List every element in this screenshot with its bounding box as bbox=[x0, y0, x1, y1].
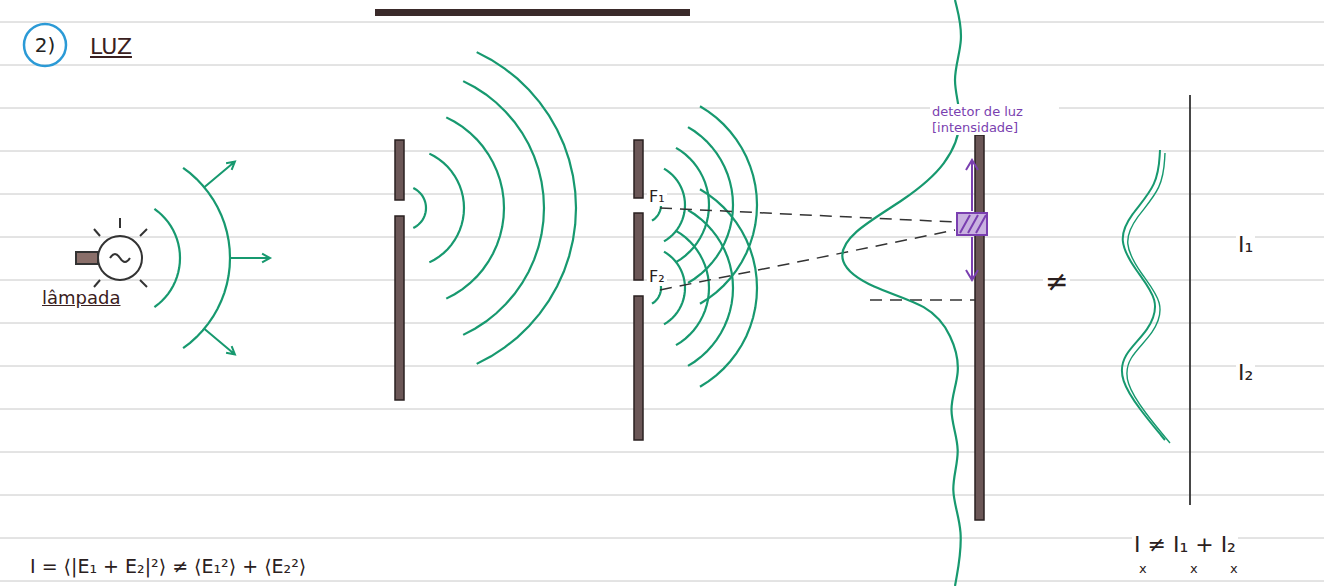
wavefront bbox=[429, 154, 464, 263]
propagation-arrow bbox=[230, 254, 270, 263]
wavefront bbox=[688, 127, 733, 283]
notebook-line bbox=[0, 22, 1324, 23]
source-label: F₁ bbox=[647, 188, 667, 206]
ray-lines bbox=[660, 208, 975, 300]
notebook-line bbox=[0, 581, 1324, 582]
notebook-line bbox=[0, 323, 1324, 324]
position-variable: x bbox=[1137, 562, 1149, 577]
wavefront bbox=[688, 210, 733, 366]
section-number: 2) bbox=[35, 33, 56, 57]
wavefront bbox=[463, 81, 544, 335]
title: LUZ bbox=[88, 34, 134, 59]
interference-curve bbox=[1122, 150, 1165, 440]
barrier bbox=[395, 135, 984, 520]
wavefront bbox=[477, 52, 576, 364]
notebook-line bbox=[0, 366, 1324, 367]
inequality: I ≠ I₁ + I₂ bbox=[1132, 532, 1238, 557]
notebook-line bbox=[0, 108, 1324, 109]
detector bbox=[957, 160, 987, 280]
notebook-lines bbox=[0, 22, 1324, 581]
not-equal-sign: ≠ bbox=[1043, 266, 1070, 298]
detector-label: detetor de luz [intensidade] bbox=[930, 104, 1059, 135]
intensity-label: I₂ bbox=[1236, 360, 1255, 385]
intensity-formula: I = ⟨|E₁ + E₂|²⟩ ≠ ⟨E₁²⟩ + ⟨E₂²⟩ bbox=[28, 556, 308, 578]
notebook-line bbox=[0, 538, 1324, 539]
lamp-symbol bbox=[76, 218, 147, 296]
wavefront bbox=[183, 168, 230, 348]
circled-number: 2) bbox=[22, 22, 68, 68]
notebook-line bbox=[0, 151, 1324, 152]
propagation-arrow bbox=[204, 162, 235, 188]
wavefront bbox=[700, 189, 757, 386]
wavefront bbox=[700, 106, 757, 303]
position-variable: x bbox=[1228, 562, 1240, 577]
top-bar bbox=[375, 9, 690, 16]
position-variable: x bbox=[1188, 562, 1200, 577]
wavefront bbox=[154, 209, 180, 307]
notebook-line bbox=[0, 495, 1324, 496]
notebook-line bbox=[0, 65, 1324, 66]
notebook-line bbox=[0, 409, 1324, 410]
intensity-label: I₁ bbox=[1236, 232, 1255, 257]
interference-curve bbox=[1127, 153, 1170, 443]
axis-line bbox=[1189, 95, 1191, 505]
notebook-line bbox=[0, 452, 1324, 453]
wavefront bbox=[664, 169, 685, 242]
notebook-line bbox=[0, 237, 1324, 238]
wavefront bbox=[446, 117, 504, 298]
intensity-curve bbox=[842, 0, 961, 586]
wavefront bbox=[676, 231, 709, 345]
wavefront bbox=[413, 188, 426, 228]
wavefronts bbox=[154, 52, 757, 387]
circle bbox=[24, 24, 66, 66]
source-label: F₂ bbox=[647, 268, 667, 286]
propagation-arrow bbox=[204, 329, 235, 355]
lamp-label: lâmpada bbox=[40, 288, 122, 309]
